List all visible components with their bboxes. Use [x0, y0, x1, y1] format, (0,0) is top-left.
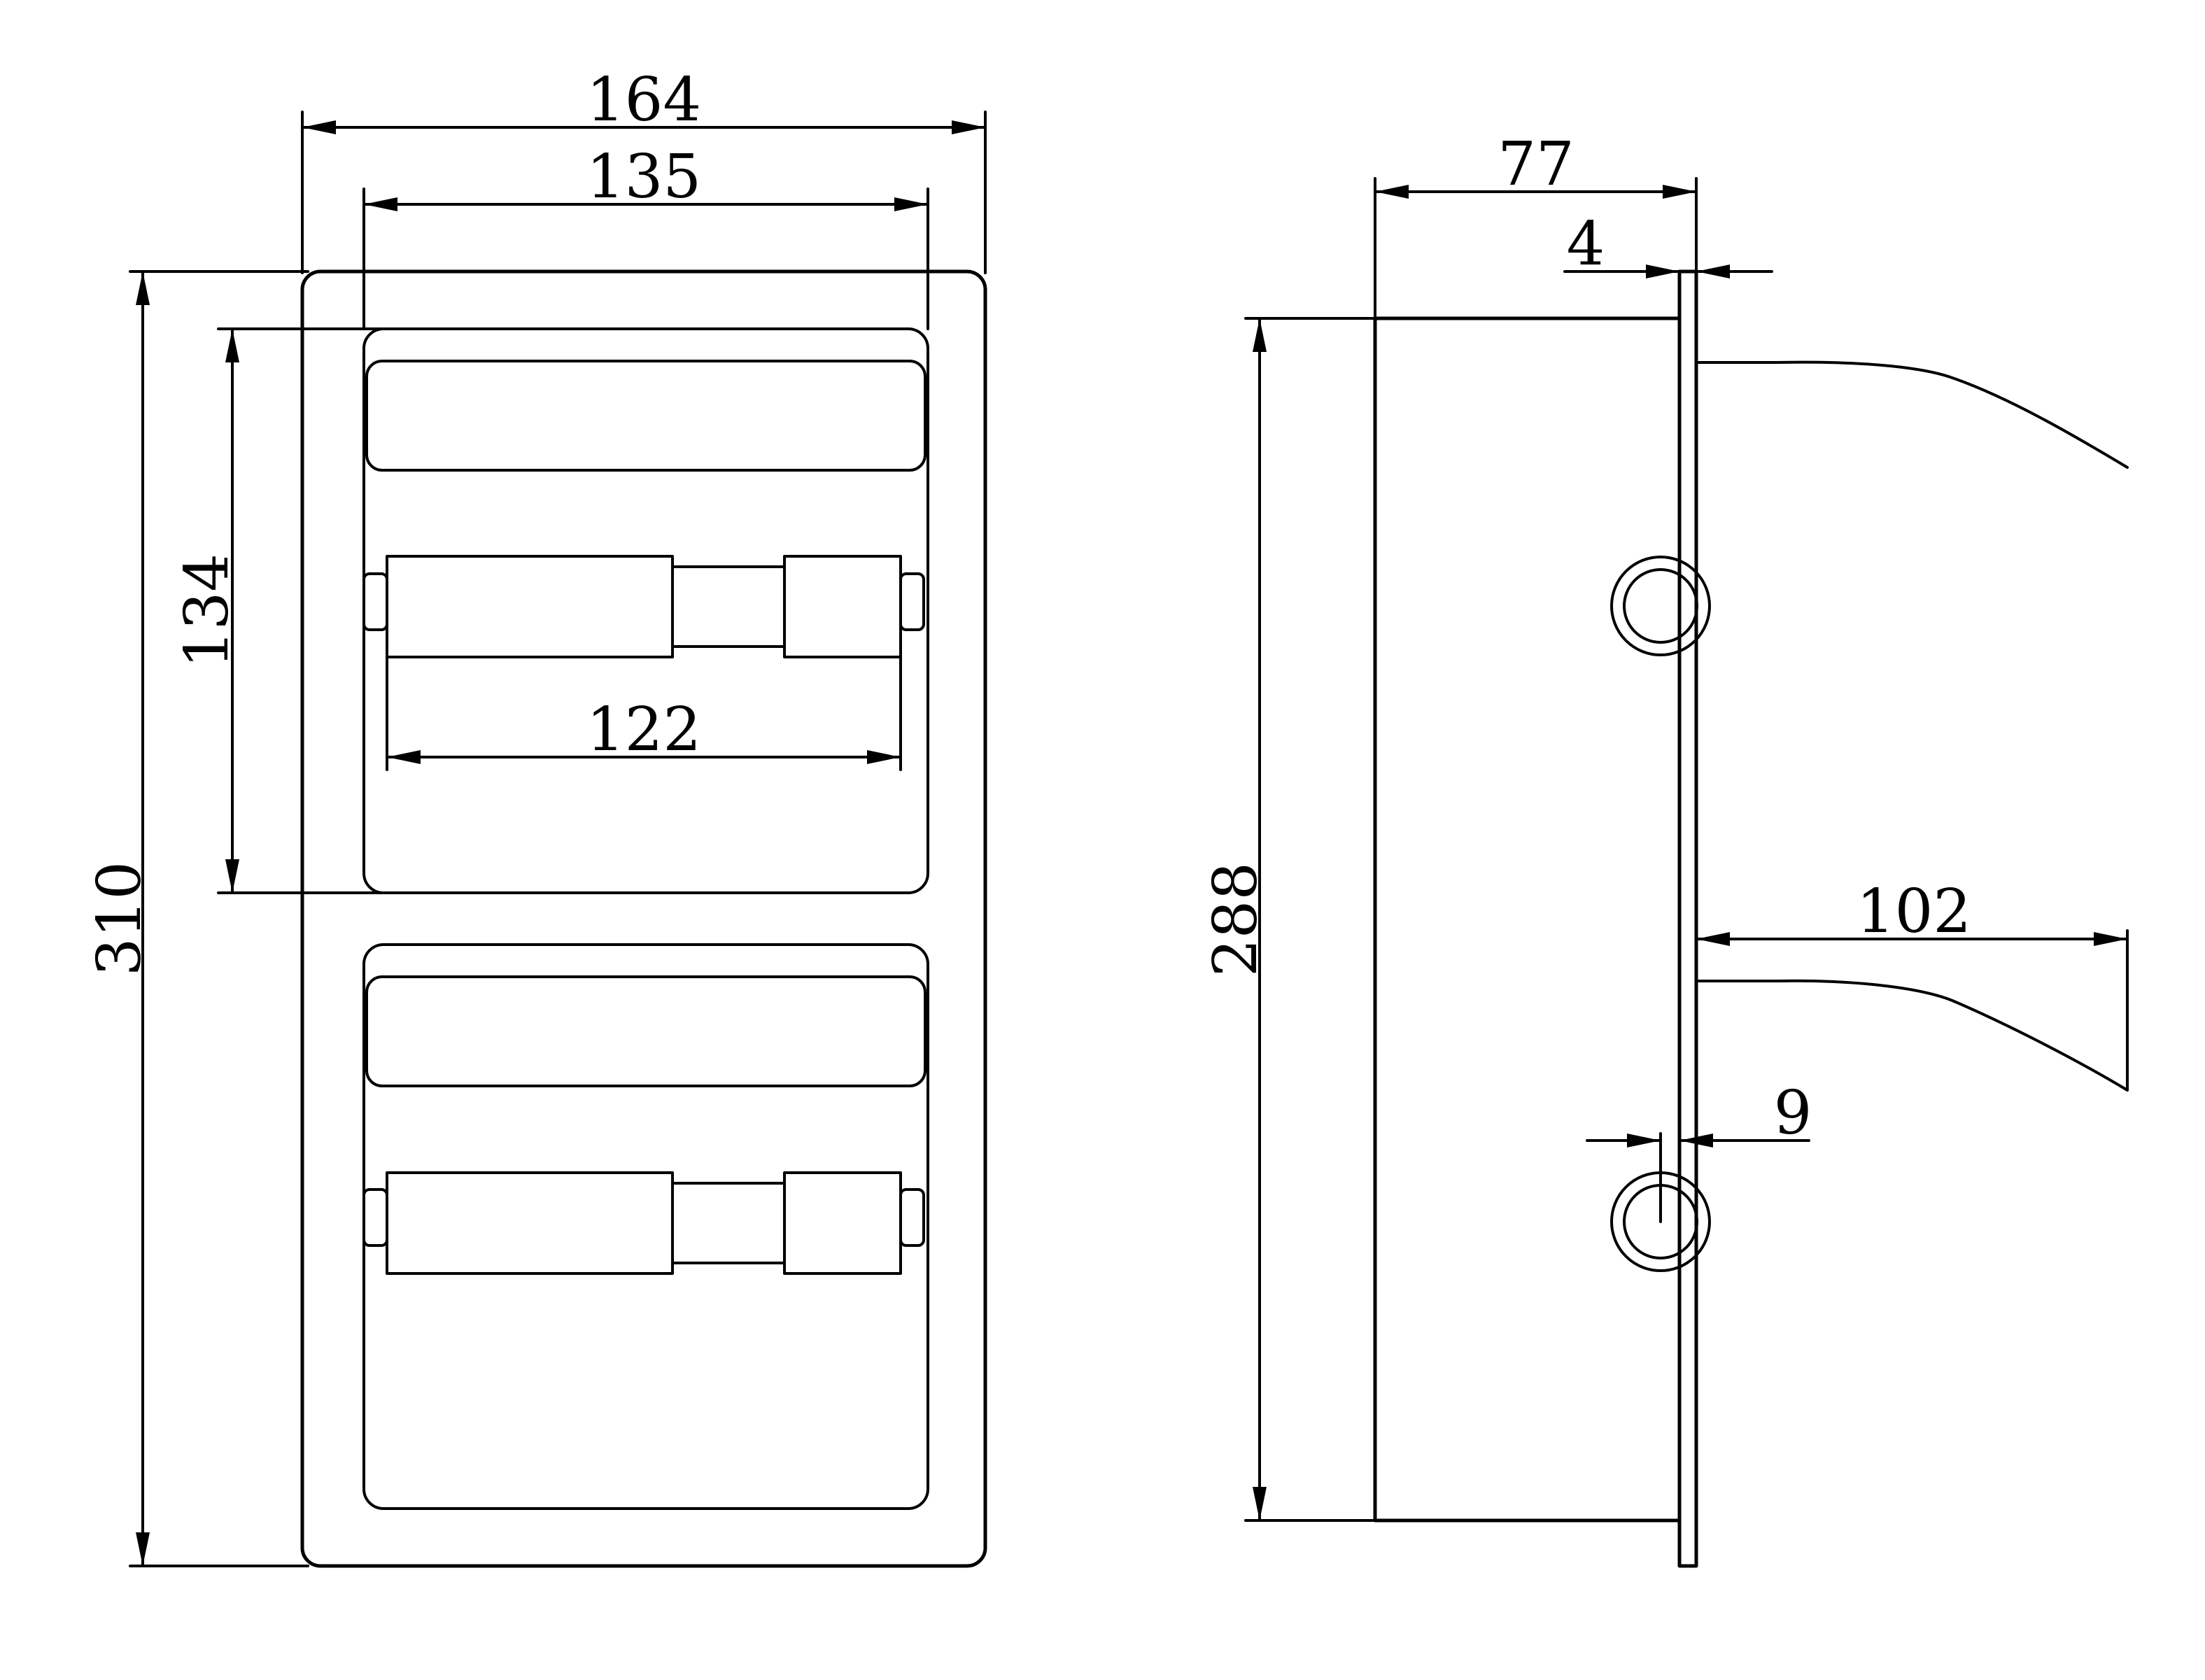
lower-compartment [362, 943, 929, 1510]
dim-inner-width: 135 [362, 142, 929, 330]
upper-compartment [362, 327, 929, 894]
dim-label-288: 288 [1201, 862, 1271, 977]
front-outer-frame [300, 269, 987, 1568]
upper-knob [1610, 556, 1711, 656]
dim-pin-offset: 9 [1586, 1078, 1812, 1148]
lower-lid [365, 975, 927, 1087]
dim-label-164: 164 [586, 65, 701, 135]
dim-depth: 77 [1374, 129, 1698, 320]
dim-compartment-height: 134 [172, 327, 393, 894]
dim-overall-height: 310 [85, 270, 309, 1567]
dim-label-77: 77 [1498, 129, 1574, 199]
upper-lid [365, 360, 927, 472]
lower-cover-profile [1695, 979, 2129, 1092]
dim-label-122: 122 [586, 695, 701, 765]
lower-knob [1610, 1132, 1711, 1272]
dim-label-135: 135 [586, 142, 701, 212]
side-body [1373, 316, 1682, 1523]
dim-body-height: 288 [1201, 317, 1376, 1522]
upper-roll-holder [362, 555, 925, 658]
dim-label-310: 310 [85, 861, 155, 976]
dim-cover-projection: 102 [1695, 877, 2129, 947]
side-front-plate [1677, 269, 1698, 1568]
dim-roll-width: 122 [386, 656, 902, 771]
lower-roll-holder [362, 1171, 925, 1275]
dim-label-4: 4 [1567, 209, 1605, 279]
front-view: 164 135 122 134 [85, 65, 987, 1568]
dim-plate-thickness: 4 [1563, 209, 1773, 279]
dim-label-134: 134 [172, 553, 242, 668]
dim-label-9: 9 [1774, 1078, 1812, 1148]
dim-label-102: 102 [1857, 877, 1971, 947]
upper-cover-profile [1695, 360, 2129, 469]
dim-overall-width: 164 [301, 65, 987, 274]
side-view: 77 4 288 102 [1201, 129, 2129, 1568]
